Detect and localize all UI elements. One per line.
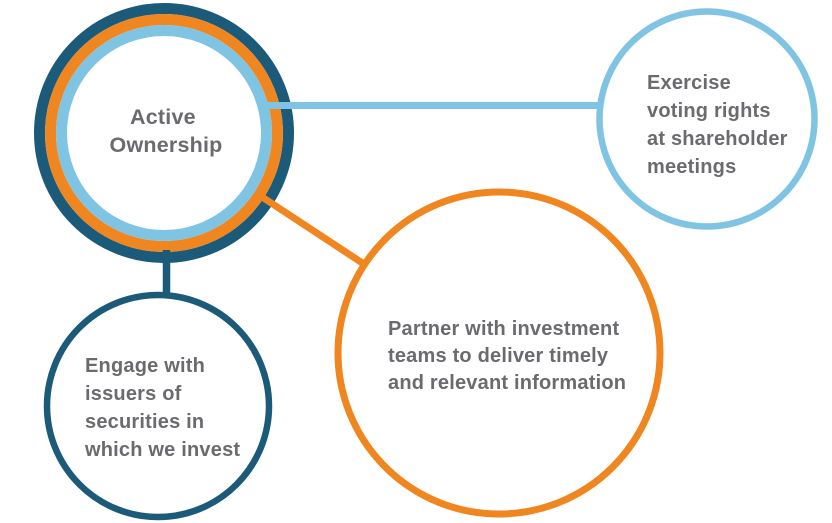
engage-label-line4: which we invest [84,439,240,461]
voting-label: Exercise voting rights at shareholder me… [647,72,793,178]
voting-label-line3: at shareholder [647,128,788,150]
engage-label: Engage with issuers of securities in whi… [84,355,240,461]
voting-label-line1: Exercise [647,72,731,94]
partner-label-line3: and relevant information [388,372,626,394]
engage-label-line3: securities in [85,411,204,433]
connector-partner-line [254,190,378,275]
partner-label: Partner with investment teams to deliver… [388,318,626,394]
voting-circle [596,8,818,230]
center-ring-inner [56,25,272,241]
engage-label-line2: issuers of [85,383,182,405]
center-node-rings [34,3,294,263]
center-label-line1: Active [130,105,196,129]
engage-circle [43,291,273,521]
center-node-label: Active Ownership [110,105,223,157]
voting-label-line2: voting rights [647,100,771,122]
partner-label-line2: teams to deliver timely [388,345,609,367]
partner-label-line1: Partner with investment [388,318,619,340]
voting-label-line4: meetings [647,156,736,178]
center-ring-middle [45,14,283,252]
center-label-line2: Ownership [110,133,223,157]
partner-circle [334,188,664,518]
engage-label-line1: Engage with [85,355,205,377]
